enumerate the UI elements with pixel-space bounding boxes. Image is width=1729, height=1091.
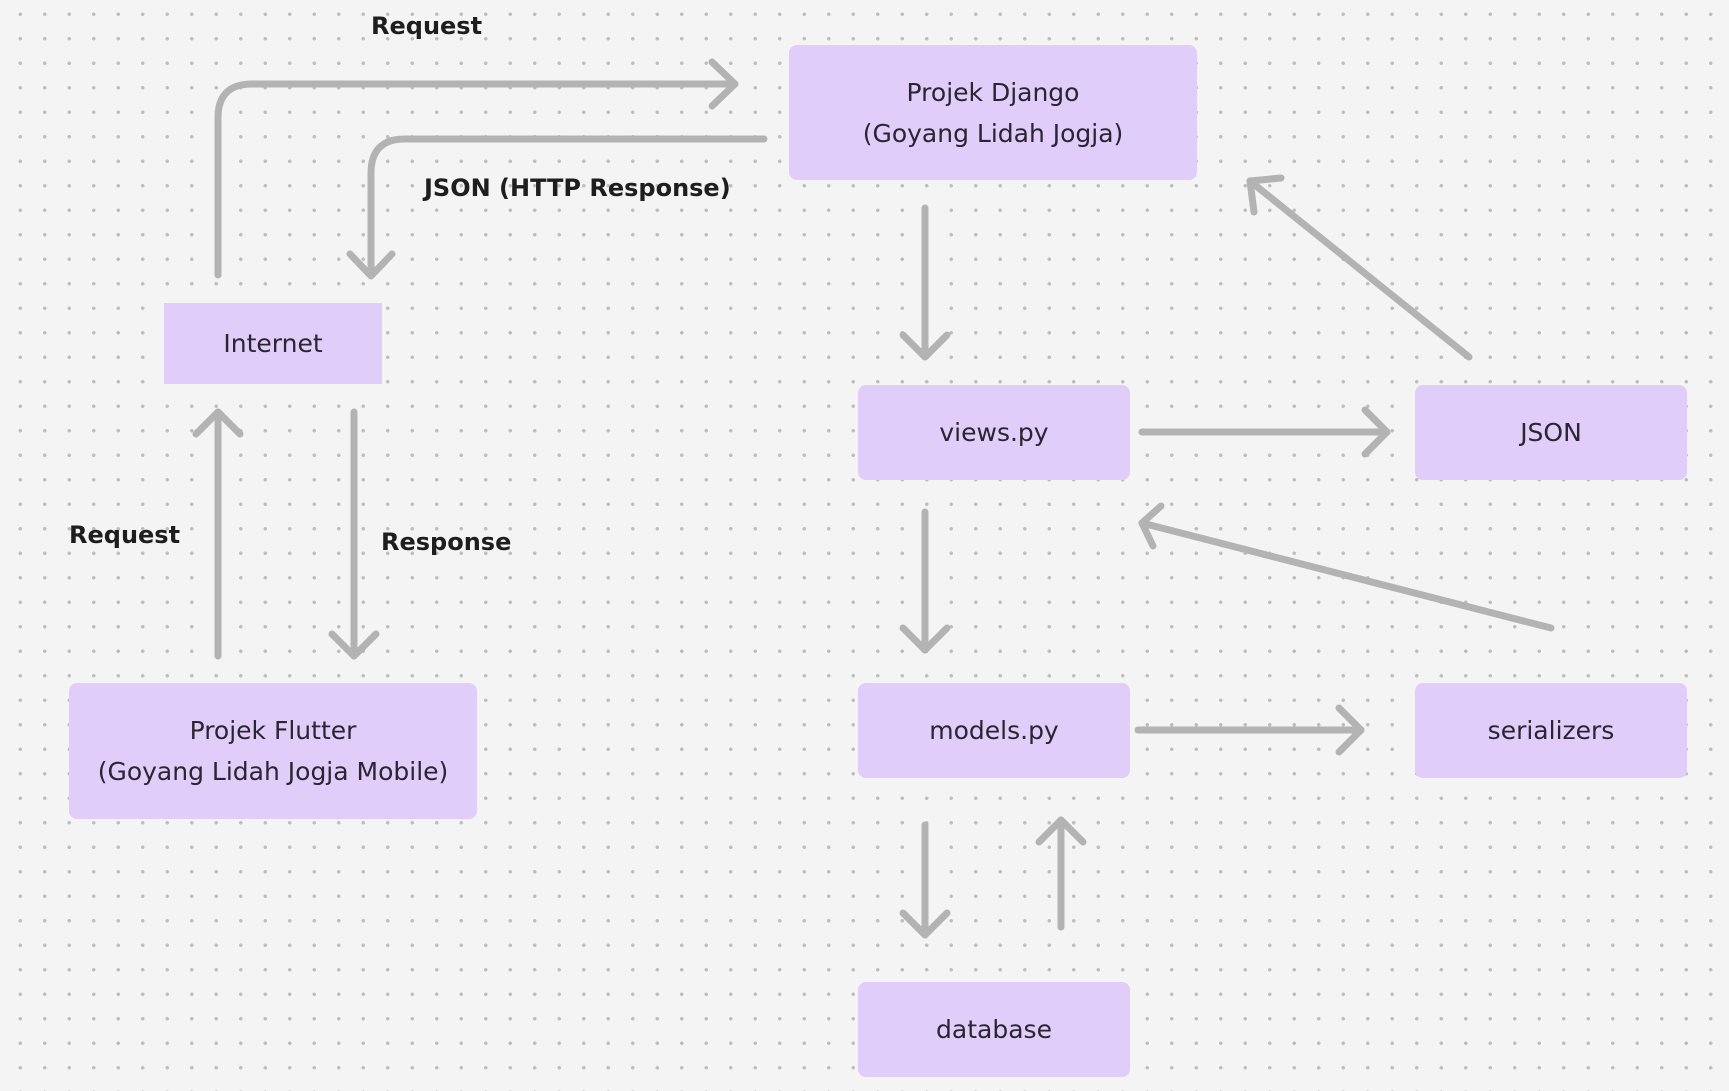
arrowhead-django-to-internet: [346, 250, 396, 280]
node-projek-django-line1: Projek Django: [906, 77, 1080, 107]
node-serializers-label: serializers: [1487, 716, 1615, 745]
arrowhead-internet-to-django: [708, 58, 739, 110]
arrowhead-models-to-serializers: [1335, 704, 1365, 756]
arrow-json-to-django: [1246, 177, 1473, 361]
arrowhead-serializers-to-views: [1138, 502, 1165, 550]
node-json[interactable]: JSON: [1415, 385, 1687, 480]
node-json-label: JSON: [1520, 418, 1582, 447]
node-views-py[interactable]: views.py: [858, 385, 1130, 480]
node-projek-django[interactable]: Projek Django (Goyang Lidah Jogja): [789, 45, 1197, 180]
node-internet-label: Internet: [223, 329, 323, 358]
arrowhead-internet-to-flutter: [328, 630, 380, 660]
node-projek-flutter[interactable]: Projek Flutter (Goyang Lidah Jogja Mobil…: [69, 683, 477, 819]
arrowhead-flutter-to-internet: [192, 408, 244, 438]
node-internet[interactable]: Internet: [164, 303, 382, 384]
node-projek-flutter-line1: Projek Flutter: [189, 716, 357, 745]
node-projek-django-line2: (Goyang Lidah Jogja): [862, 118, 1124, 148]
arrowhead-database-to-models: [1035, 816, 1087, 846]
node-models-py-label: models.py: [929, 716, 1059, 745]
arrow-django-to-internet: [367, 135, 768, 279]
arrow-serializers-to-views: [1138, 519, 1555, 632]
arrowhead-views-to-models: [899, 624, 951, 654]
arrowhead-models-to-database: [899, 909, 951, 939]
edge-label-response: Response: [381, 528, 512, 556]
node-serializers[interactable]: serializers: [1415, 683, 1687, 778]
edge-label-left-request: Request: [69, 521, 181, 549]
edge-label-top-request: Request: [371, 12, 483, 40]
arrowhead-views-to-json: [1361, 406, 1391, 458]
edge-label-json-http-response: JSON (HTTP Response): [424, 174, 731, 202]
node-projek-flutter-line2: (Goyang Lidah Jogja Mobile): [97, 757, 449, 786]
node-database[interactable]: database: [858, 982, 1130, 1077]
node-models-py[interactable]: models.py: [858, 683, 1130, 778]
arrow-internet-to-django: [214, 80, 739, 279]
node-database-label: database: [936, 1015, 1052, 1044]
node-views-py-label: views.py: [939, 418, 1049, 447]
arrowhead-json-to-django: [1246, 174, 1285, 216]
arrowhead-django-to-views: [899, 331, 951, 361]
